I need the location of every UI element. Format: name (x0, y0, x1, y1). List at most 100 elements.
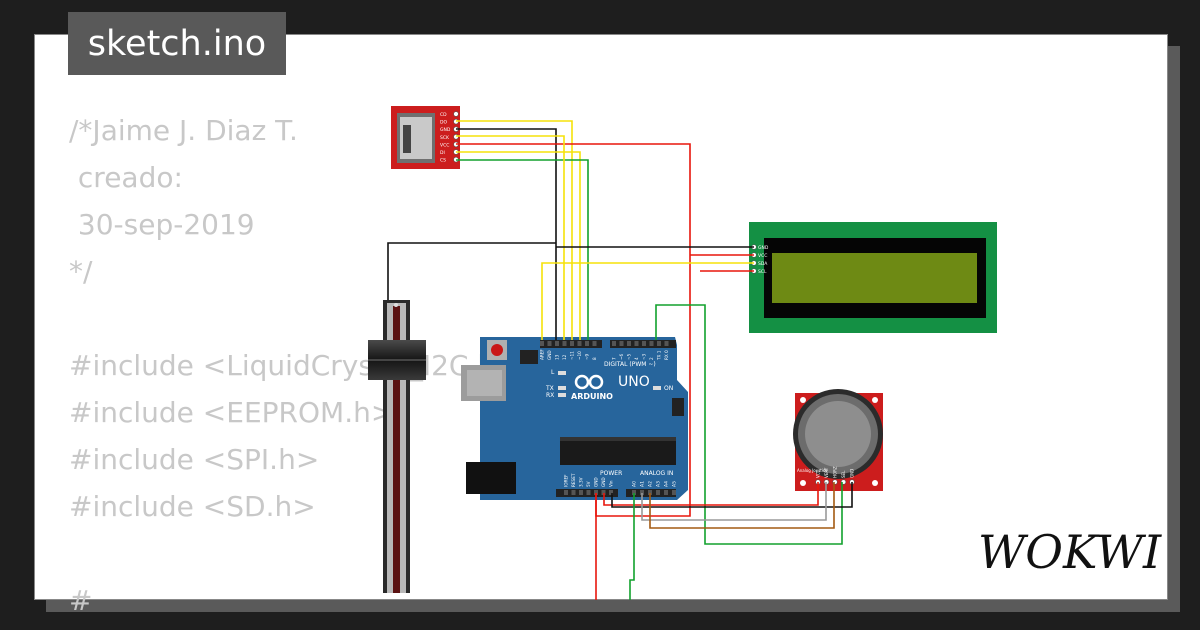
arduino-header-pin[interactable] (555, 341, 559, 346)
code-line: */ (69, 255, 93, 288)
wire-joy-gnd (611, 482, 853, 508)
pin-label: GND (758, 245, 769, 251)
arduino-header-pin[interactable] (540, 341, 544, 346)
wire-joy-horz (649, 482, 835, 529)
arduino-header-pin[interactable] (657, 341, 661, 346)
arduino-analog-pin[interactable] (664, 490, 668, 495)
pin-label: 5V (586, 481, 591, 487)
pin-label: TX 1 (657, 350, 662, 361)
pin-label: A5 (672, 481, 678, 487)
pin-label: A1 (640, 481, 646, 487)
pin-label: GND (594, 477, 599, 487)
arduino-header-pin[interactable] (547, 341, 552, 346)
slide-potentiometer[interactable] (368, 300, 426, 593)
arduino-analog-label: ANALOG IN (640, 470, 673, 477)
pin-label: 13 (555, 354, 560, 360)
code-line: #include <SD.h> (69, 490, 316, 523)
code-line: 30-sep-2019 (69, 208, 255, 241)
pin-label: 4 (634, 357, 639, 360)
pin-label: SEL (841, 470, 846, 478)
arduino-brand-label: ARDUINO (571, 392, 613, 401)
sd-pin[interactable] (453, 111, 459, 117)
arduino-uno-board[interactable]: ARDUINO UNO DIGITAL (PWM ~) POWER ANALOG… (461, 337, 688, 500)
wire-pot-sig (629, 493, 635, 600)
arduino-power-pin[interactable] (601, 490, 606, 495)
pin-label: 8 (592, 357, 597, 360)
arduino-analog-pin[interactable] (672, 490, 676, 495)
pin-label: ~6 (619, 353, 624, 360)
pin-label: HORZ (833, 466, 838, 478)
arduino-power-pin[interactable] (564, 490, 568, 495)
pin-label: VCC (758, 253, 767, 259)
arduino-analog-pin[interactable] (640, 490, 644, 495)
pin-label: VERT (824, 467, 829, 478)
arduino-power-label: POWER (600, 470, 622, 477)
arduino-header-pin[interactable] (577, 341, 582, 346)
pin-label: IOREF (564, 474, 569, 487)
arduino-logo-icon (574, 374, 604, 390)
wokwi-logo[interactable]: WOKWI (978, 522, 1162, 580)
pin-label: GND (440, 127, 451, 133)
joystick-label: Analog Joystick (797, 468, 828, 473)
arduino-power-pin[interactable] (594, 490, 598, 495)
pin-label: CS (440, 158, 446, 164)
pin-label: Vin (609, 480, 614, 487)
pin-label: ~5 (627, 353, 632, 360)
sketch-filename-tab[interactable]: sketch.ino (68, 12, 286, 75)
arduino-power-pin[interactable] (571, 490, 576, 495)
pin-label: ~10 (577, 351, 582, 360)
arduino-header-pin[interactable] (570, 341, 574, 346)
pin-label: ~3 (642, 353, 647, 360)
arduino-header-pin[interactable] (664, 341, 669, 346)
arduino-l-label: L (551, 369, 555, 376)
arduino-header-pin[interactable] (634, 341, 639, 346)
pin-label: RX 0 (664, 350, 669, 360)
pin-label: ~9 (585, 353, 590, 360)
wire-lcd-sda (541, 262, 754, 340)
arduino-header-pin[interactable] (627, 341, 631, 346)
arduino-analog-pin[interactable] (656, 490, 660, 495)
lcd-display[interactable]: GND VCC SDA SCL (749, 222, 997, 333)
arduino-rx-label: RX (546, 392, 554, 399)
pin-label: GND (547, 350, 552, 360)
arduino-header-pin[interactable] (619, 341, 624, 346)
pin-label: SDA (758, 261, 768, 267)
pin-label: A0 (632, 481, 638, 487)
pin-label: RESET (571, 473, 576, 487)
wires (387, 120, 853, 600)
arduino-analog-pin[interactable] (632, 490, 636, 495)
arduino-header-pin[interactable] (562, 341, 567, 346)
arduino-power-pin[interactable] (586, 490, 591, 495)
arduino-tx-label: TX (545, 385, 554, 392)
arduino-header-pin[interactable] (642, 341, 646, 346)
arduino-model-label: UNO (618, 374, 650, 390)
wire-joy-vcc (603, 482, 819, 506)
pin-label: 7 (612, 357, 617, 360)
pin-label: CD (440, 112, 447, 118)
pin-label: VCC (440, 142, 449, 148)
code-line: #include <EEPROM.h> (69, 396, 395, 429)
wire-sd-di (456, 151, 581, 340)
arduino-header-pin[interactable] (649, 341, 654, 346)
arduino-analog-pin[interactable] (648, 490, 652, 495)
pin-label: A2 (648, 481, 654, 487)
arduino-header-pin[interactable] (612, 341, 616, 346)
sd-pin[interactable] (453, 134, 459, 140)
code-line: # (69, 584, 93, 617)
arduino-on-label: ON (664, 385, 673, 392)
pin-label: SCL (758, 269, 767, 275)
arduino-header-pin[interactable] (592, 341, 597, 346)
svg-text:WOKWI: WOKWI (978, 525, 1162, 579)
arduino-digital-label: DIGITAL (PWM ~) (604, 361, 656, 368)
pin-label: GND (850, 469, 855, 478)
pin-label: AREF (540, 349, 545, 360)
arduino-header-pin[interactable] (585, 341, 589, 346)
pin-label: 12 (562, 354, 567, 360)
arduino-power-pin[interactable] (579, 490, 583, 495)
wire-sd-vcc (456, 135, 565, 340)
wire-joy-vert (641, 482, 827, 521)
arduino-power-pin[interactable] (609, 490, 613, 495)
